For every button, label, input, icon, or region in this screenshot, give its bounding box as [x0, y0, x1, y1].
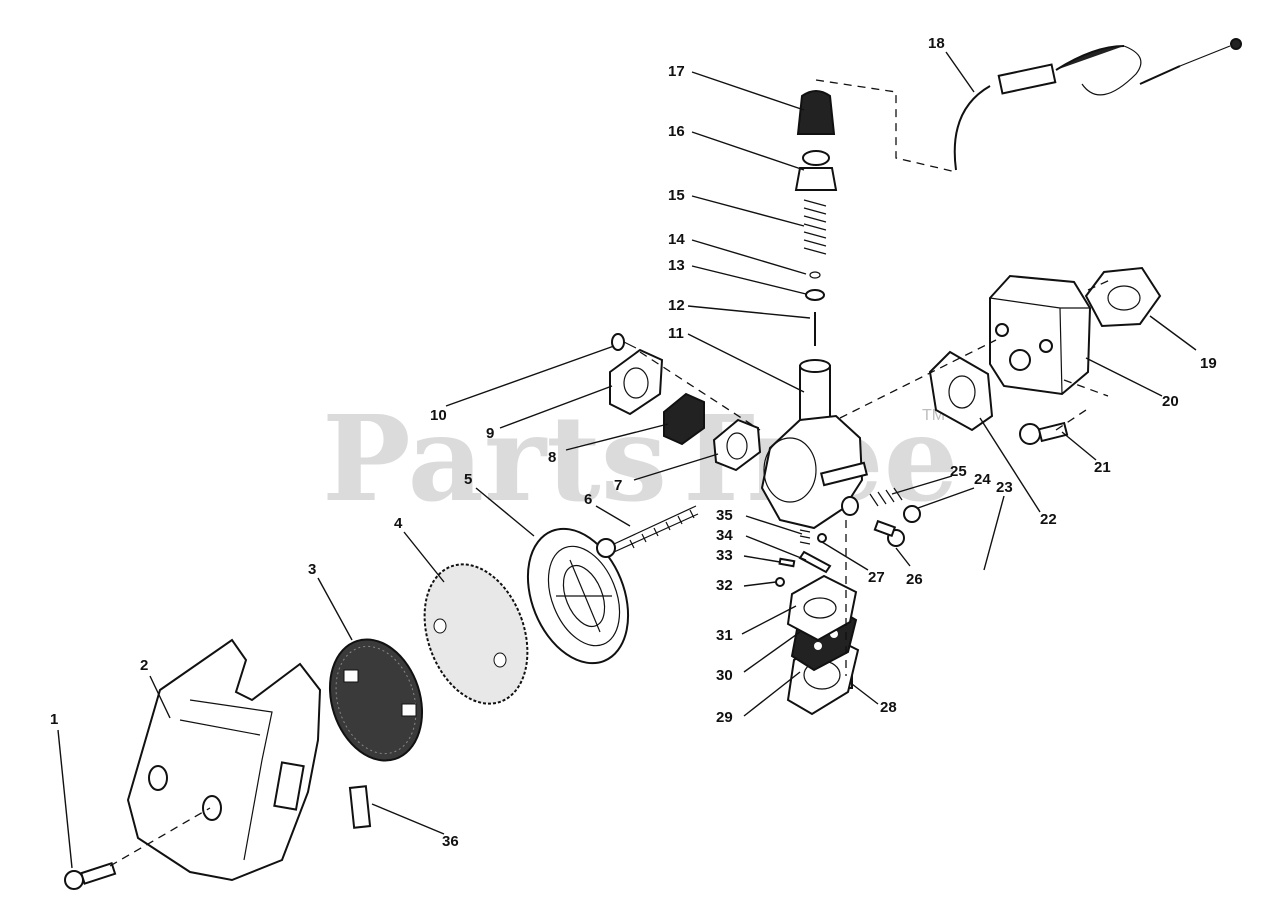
callout-24: 24 [974, 471, 991, 488]
callout-10: 10 [430, 407, 447, 424]
callout-6: 6 [584, 491, 592, 508]
callout-31: 31 [716, 627, 733, 644]
callout-22: 22 [1040, 511, 1057, 528]
callout-34: 34 [716, 527, 733, 544]
part-33-pin[interactable] [778, 557, 796, 568]
part-13-washer[interactable] [805, 289, 825, 301]
part-11-carburetor-body[interactable] [760, 359, 869, 530]
callout-26: 26 [906, 571, 923, 588]
part-23-fuel-line[interactable] [957, 563, 1047, 715]
part-10-screw[interactable] [611, 333, 637, 351]
callout-9: 9 [486, 425, 494, 442]
watermark: PartsTree [322, 389, 959, 528]
part-17-boot[interactable] [796, 90, 836, 135]
part-21-screw[interactable] [1019, 421, 1069, 445]
callout-13: 13 [668, 257, 685, 274]
part-32-screw[interactable] [775, 577, 785, 587]
callout-11: 11 [668, 325, 684, 342]
callout-3: 3 [308, 561, 316, 578]
callout-29: 29 [716, 709, 733, 726]
callout-23: 23 [996, 479, 1013, 496]
callout-18: 18 [928, 35, 945, 52]
callout-20: 20 [1162, 393, 1179, 410]
callout-2: 2 [140, 657, 148, 674]
callout-5: 5 [464, 471, 472, 488]
part-4-foam-filter[interactable] [406, 550, 545, 718]
callout-4: 4 [394, 515, 403, 532]
part-18-throttle-cable[interactable] [953, 38, 1242, 171]
callout-28: 28 [880, 699, 897, 716]
callout-15: 15 [668, 187, 685, 204]
callout-30: 30 [716, 667, 733, 684]
callout-33: 33 [716, 547, 733, 564]
part-8-diaphragm[interactable] [663, 392, 705, 446]
callout-8: 8 [548, 449, 556, 466]
part-1-screw[interactable] [64, 862, 117, 890]
part-19-gasket[interactable] [1084, 266, 1162, 328]
callout-16: 16 [668, 123, 685, 140]
callout-7: 7 [614, 477, 622, 494]
part-14-clip[interactable] [809, 271, 821, 279]
callout-25: 25 [950, 463, 967, 480]
part-24-adjusting-screw[interactable] [903, 505, 921, 523]
callout-17: 17 [668, 63, 685, 80]
callout-27: 27 [868, 569, 885, 586]
part-20-heat-block[interactable] [989, 274, 1092, 396]
assembly-lines [109, 79, 1111, 867]
callout-1: 1 [50, 711, 58, 728]
callout-labels: 1 2 3 4 5 6 7 8 9 10 11 12 13 14 15 16 1… [50, 35, 1217, 850]
part-27-check-valve[interactable] [817, 533, 827, 543]
callout-35: 35 [716, 507, 733, 524]
part-2-air-filter-cover[interactable] [126, 638, 322, 882]
part-6-long-screw[interactable] [596, 505, 699, 558]
callout-36: 36 [442, 833, 459, 850]
callout-21: 21 [1094, 459, 1111, 476]
part-35-spring[interactable] [799, 529, 811, 545]
part-9-plate[interactable] [609, 348, 664, 416]
part-36-decal[interactable] [348, 785, 372, 829]
part-15-spring[interactable] [803, 199, 827, 255]
callout-19: 19 [1200, 355, 1217, 372]
callout-14: 14 [668, 231, 685, 248]
callout-12: 12 [668, 297, 685, 314]
part-3-screen[interactable] [315, 627, 437, 772]
part-34-lever[interactable] [798, 550, 832, 574]
part-7-gasket[interactable] [712, 418, 762, 472]
part-26-screw[interactable] [873, 519, 905, 547]
leader-lines [57, 51, 1197, 869]
part-22-gasket[interactable] [928, 350, 994, 432]
part-31-gasket[interactable] [786, 574, 858, 642]
part-5-filter-base[interactable] [509, 514, 647, 678]
part-25-spring[interactable] [869, 487, 903, 507]
callout-32: 32 [716, 577, 733, 594]
part-16-cap-nut[interactable] [794, 150, 838, 191]
